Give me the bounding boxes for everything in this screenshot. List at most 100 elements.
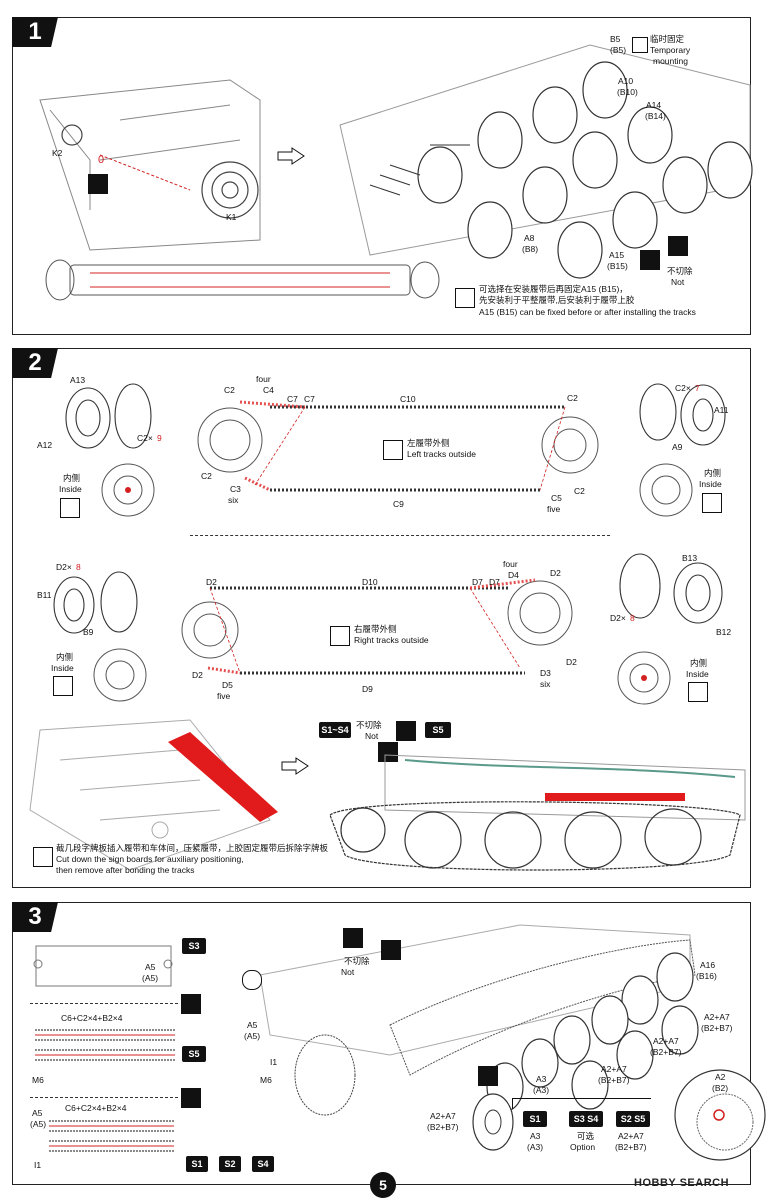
no-glue-icon (181, 994, 201, 1014)
label-b5p: (B5) (610, 45, 627, 55)
warning-icon (53, 676, 73, 696)
step-1-wheels-drawing (339, 44, 753, 279)
glue-icon (343, 928, 363, 948)
right-tracks-en: Right tracks outside (354, 635, 429, 645)
step-1-note-cn1: 可选择在安装履带后再固定A15 (B15)， (479, 284, 628, 294)
label-d2b: D2 (550, 568, 561, 578)
label-a2a7bp: (B2+B7) (650, 1047, 682, 1057)
badge-s3: S3 (182, 938, 206, 954)
label-not-cn2: 不切除 (356, 720, 382, 730)
right-track-drawing (181, 578, 573, 675)
label-legend-a2a7: A2+A7 (618, 1131, 644, 1141)
label-c9: C9 (393, 499, 404, 509)
label-not-cn3: 不切除 (344, 956, 370, 966)
no-glue-icon (181, 1088, 201, 1108)
label-a14p: (B14) (645, 111, 666, 121)
step-2-note-cn: 截几段字牌板插入履带和车体间，压紧履带，上胶固定履带后拆除字牌板 (56, 843, 329, 853)
label-inside-cn4: 内侧 (690, 658, 708, 668)
label-six: six (228, 495, 239, 505)
label-not-en: Not (671, 277, 685, 287)
step-2-note-en2: then remove after bonding the tracks (56, 865, 195, 875)
sprocket-a13-drawing (65, 383, 152, 449)
label-inside-cn2: 内侧 (704, 468, 722, 478)
track-links-drawing (35, 1029, 175, 1061)
label-zero: 0 (98, 154, 105, 166)
label-d5: D5 (222, 680, 233, 690)
label-legend-a2a7p: (B2+B7) (615, 1142, 647, 1152)
label-a5c: A5 (247, 1020, 258, 1030)
label-d2x: D2× (56, 562, 72, 572)
label-i1b: I1 (270, 1057, 278, 1067)
label-c2d: C2 (574, 486, 585, 496)
sprocket-inside-drawing (93, 648, 147, 702)
label-a2: A2 (715, 1072, 726, 1082)
legend-bracket (512, 1098, 651, 1109)
label-a15: A15 (609, 250, 625, 260)
label-d2a: D2 (206, 577, 217, 587)
sprocket-b13-drawing (619, 553, 723, 624)
label-a5b: A5 (32, 1108, 43, 1118)
label-d2n2: 8 (630, 613, 635, 623)
label-c4: C4 (263, 385, 274, 395)
label-inside-en4: Inside (686, 669, 709, 679)
label-legend-a3: A3 (530, 1131, 541, 1141)
label-k1: K1 (226, 212, 237, 222)
label-six2: six (540, 679, 551, 689)
badge-s3s4: S3 S4 (569, 1111, 603, 1127)
label-option-cn: 可选 (577, 1131, 595, 1141)
no-cement-icon (242, 970, 262, 990)
warning-icon (702, 493, 722, 513)
badge-s5: S5 (425, 722, 451, 738)
label-a12: A12 (37, 440, 53, 450)
label-k2: K2 (52, 148, 63, 158)
label-a2a7d: A2+A7 (430, 1111, 456, 1121)
divider (30, 1003, 178, 1004)
label-c3: C3 (230, 484, 241, 494)
step-1-note-cn2: 先安装利于平整履带,后安装利于履带上胶 (479, 295, 635, 305)
right-tracks-cn: 右履带外侧 (354, 624, 397, 634)
label-d2d: D2 (566, 657, 577, 667)
label-a3: A3 (536, 1074, 547, 1084)
no-glue-icon (381, 940, 401, 960)
left-track-drawing (197, 400, 599, 492)
label-d2x2: D2× (610, 613, 626, 623)
idler-a11-drawing (639, 383, 726, 446)
label-c7a: C7 (287, 394, 298, 404)
divider (190, 535, 610, 536)
label-a2a7ap: (B2+B7) (701, 1023, 733, 1033)
label-a10: A10 (618, 76, 634, 86)
badge-s2: S2 (219, 1156, 241, 1172)
badge-s1c: S1 (523, 1111, 547, 1127)
badge-s5b: S5 (182, 1046, 206, 1062)
label-c7b: C7 (304, 394, 315, 404)
label-a2a7cp: (B2+B7) (598, 1075, 630, 1085)
label-c2n2: 7 (695, 383, 700, 393)
label-not-en3: Not (341, 967, 355, 977)
step-1-track-strip (45, 259, 440, 301)
label-a16: A16 (700, 960, 716, 970)
road-wheel-drawing (472, 1093, 514, 1151)
label-not-cn: 不切除 (667, 266, 693, 276)
label-d2c: D2 (192, 670, 203, 680)
label-a8p: (B8) (522, 244, 539, 254)
label-a8: A8 (524, 233, 535, 243)
idler-inside-drawing (617, 651, 671, 705)
label-a5: A5 (145, 962, 156, 972)
label-five: five (547, 504, 561, 514)
label-inside-cn: 内侧 (63, 473, 81, 483)
label-a2a7b: A2+A7 (653, 1036, 679, 1046)
warning-icon (33, 847, 53, 867)
label-d7b: D7 (489, 577, 500, 587)
label-legend-a3p: (A3) (527, 1142, 544, 1152)
label-four: four (256, 374, 271, 384)
label-a2a7a: A2+A7 (704, 1012, 730, 1022)
label-a5cp: (A5) (244, 1031, 261, 1041)
label-inside-en2: Inside (699, 479, 722, 489)
label-a3p: (A3) (533, 1085, 550, 1095)
label-c2n: 9 (157, 433, 162, 443)
label-b12: B12 (716, 627, 732, 637)
step-2-number: 2 (12, 348, 58, 378)
warning-icon (330, 626, 350, 646)
label-d3: D3 (540, 668, 551, 678)
badge-s2s5: S2 S5 (616, 1111, 650, 1127)
